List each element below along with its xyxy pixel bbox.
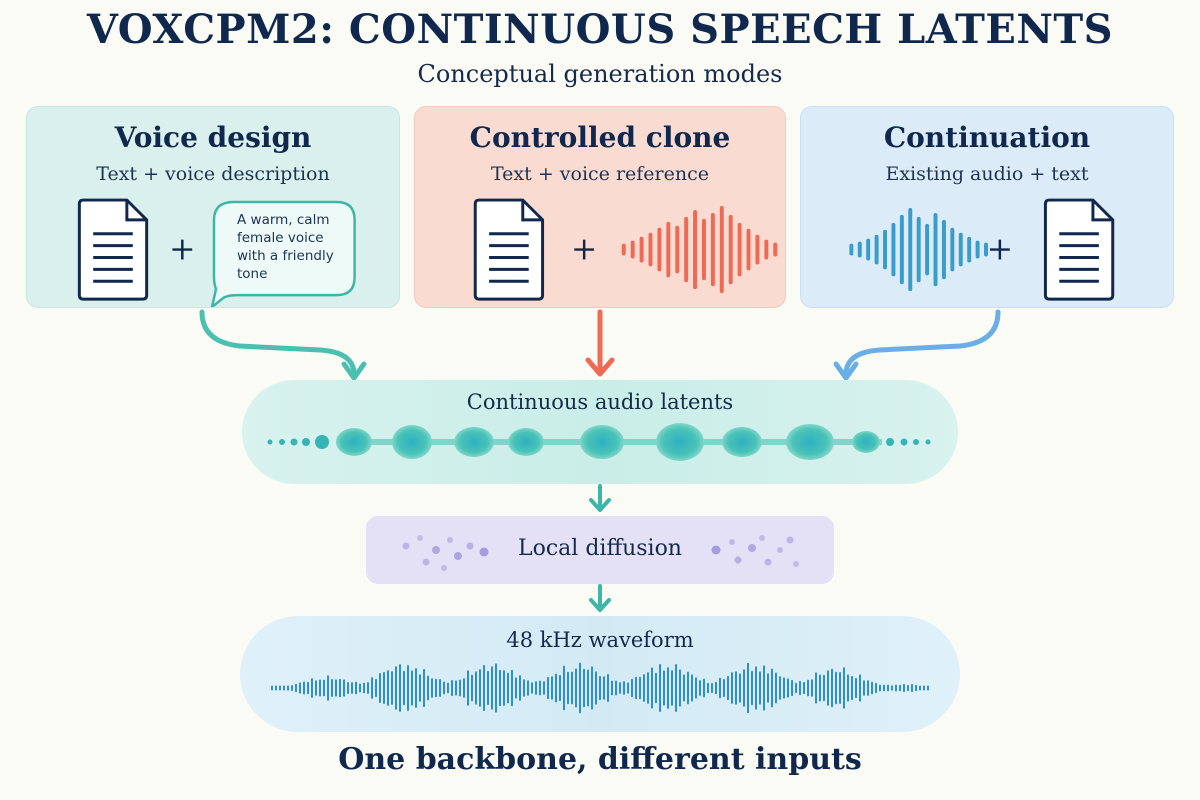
latent-dot [315,435,329,449]
mode-panel-continuation: Continuation Existing audio + text [800,106,1174,308]
latent-blob [580,425,624,459]
mode-title: Continuation [883,121,1091,154]
diffusion-label: Local diffusion [518,536,682,561]
latents-label: Continuous audio latents [466,390,734,414]
page-subtitle: Conceptual generation modes [417,60,783,88]
mode-panel-voice-design: Voice design Text + voice description A … [26,106,400,308]
arrow-voice-design-to-latents [199,309,367,381]
latent-blob [336,428,372,456]
latent-dot [302,438,310,446]
bubble-line: female voice [237,230,324,246]
latent-blob [786,424,834,460]
page-title: VOXCPM2: CONTINUOUS SPEECH LATENTS [86,6,1114,53]
footer-caption: One backbone, different inputs [338,742,862,777]
mode-panel-controlled-clone: Controlled clone Text + voice reference [414,106,786,308]
waveform-stage: 48 kHz waveform [240,616,960,732]
latents-stage: Continuous audio latents [242,380,958,484]
bubble-line: A warm, calm [237,212,330,228]
arrow-controlled-clone-to-latents [585,309,615,377]
latent-blobs [267,423,931,461]
waveform-label: 48 kHz waveform [506,628,694,652]
controlled-clone-illustration [473,198,778,301]
arrow-diffusion-to-waveform [589,584,611,612]
latent-dot [279,439,285,445]
document-icon [77,198,149,301]
mode-subtitle: Existing audio + text [885,163,1089,185]
latent-dot [290,438,298,446]
document-icon [1043,198,1115,301]
bubble-line: tone [237,266,268,282]
plus-icon [172,239,193,260]
latent-blob [722,427,762,457]
mode-subtitle: Text + voice description [96,163,330,185]
audio-waveform-icon [621,206,778,294]
arrow-latents-to-diffusion [589,484,611,512]
mode-subtitle: Text + voice reference [490,163,710,185]
audio-waveform-icon [849,207,988,292]
latent-dot [900,438,908,446]
document-icon [473,198,545,301]
mode-title: Controlled clone [469,121,731,154]
bubble-line: with a friendly [237,248,334,264]
continuation-illustration [849,198,1115,301]
voice-design-illustration [77,198,356,307]
plus-icon [989,239,1010,260]
latent-blob [392,425,432,459]
latent-blob [454,427,494,457]
latent-dot [886,438,894,446]
diffusion-stage: Local diffusion [366,516,834,584]
latent-blob [852,431,880,453]
speech-bubble-icon [210,200,356,307]
voice-description-text: A warm, calm female voice with a friendl… [237,211,334,283]
latent-dot [925,439,931,445]
latent-dot [267,439,273,445]
diffusion-noise-dots [402,535,799,571]
output-waveform [271,662,929,714]
latent-dot [913,439,919,445]
plus-icon [574,239,595,260]
latent-blob [508,428,544,456]
arrow-continuation-to-latents [833,309,1001,381]
mode-title: Voice design [114,121,312,154]
latent-blob [656,423,704,461]
